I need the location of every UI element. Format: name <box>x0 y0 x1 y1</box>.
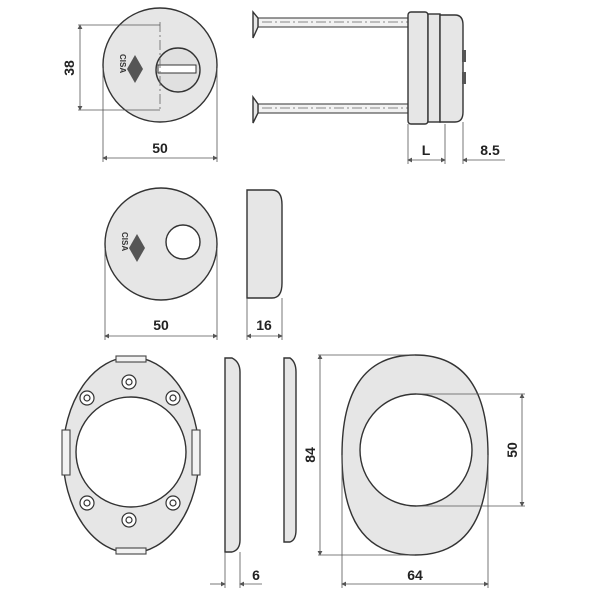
escutcheon-side-view-middle: 16 <box>246 189 283 340</box>
dim-50-middle: 50 <box>153 317 169 333</box>
dim-16: 16 <box>256 317 272 333</box>
dim-8-5: 8.5 <box>480 142 500 158</box>
cisa-logo-icon <box>127 55 143 83</box>
cisa-logo-icon-2 <box>129 234 145 262</box>
dim-50-top: 50 <box>152 140 168 156</box>
escutcheon-side-view-top: L 8.5 <box>252 10 505 164</box>
plate-side-views: 6 <box>210 357 297 588</box>
dim-50-oval: 50 <box>504 442 520 458</box>
escutcheon-front-view-top: CISA 38 50 <box>61 7 218 162</box>
dim-64: 64 <box>407 567 423 583</box>
dim-6: 6 <box>252 567 260 583</box>
back-plate-view <box>61 355 201 555</box>
dim-L: L <box>422 142 431 158</box>
escutcheon-front-view-middle: CISA 50 <box>104 187 218 340</box>
dim-84: 84 <box>302 447 318 463</box>
brand-logo-text-2: CISA <box>120 232 129 251</box>
brand-logo-text: CISA <box>118 54 127 73</box>
oval-escutcheon-view: 84 50 64 <box>302 354 525 588</box>
dim-38: 38 <box>61 60 77 76</box>
